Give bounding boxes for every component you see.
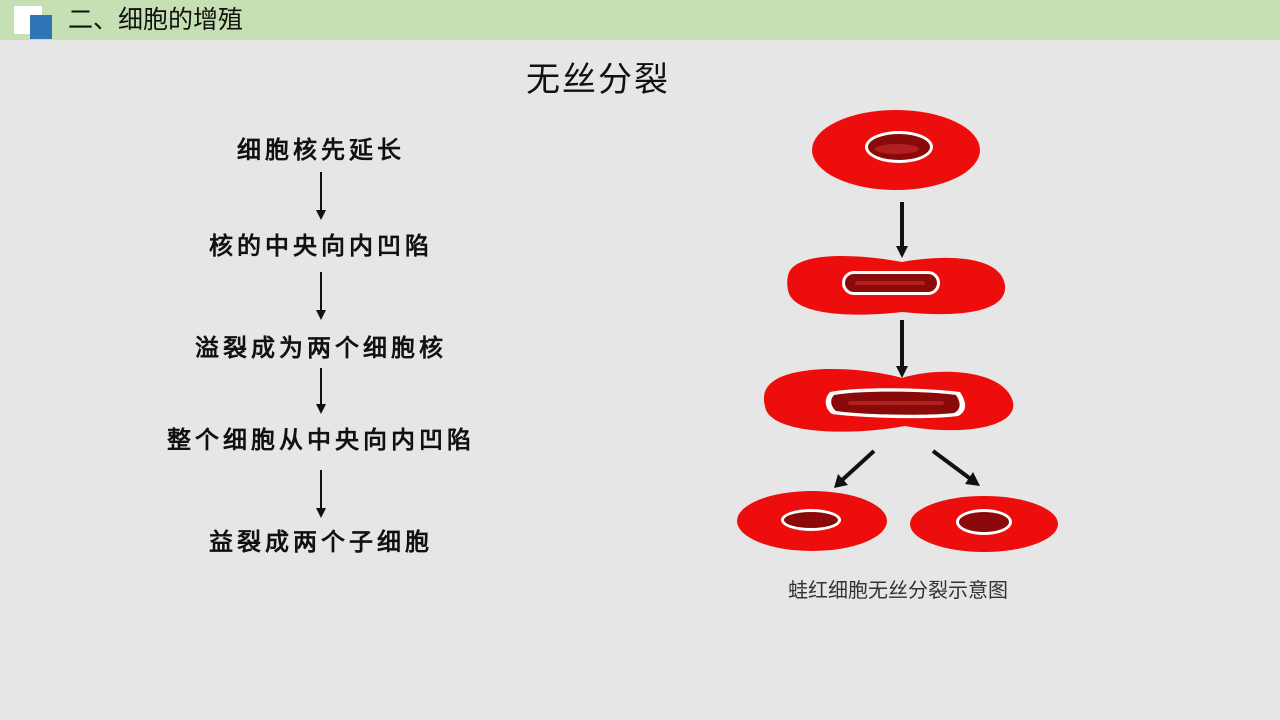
header-bar: 二、细胞的增殖 bbox=[0, 0, 1280, 40]
cell-stage-3 bbox=[763, 368, 1014, 432]
step-arrow-4-head bbox=[316, 508, 326, 518]
diagram-arrow-3 bbox=[838, 449, 876, 484]
step-arrow-3-head bbox=[316, 404, 326, 414]
step-arrow-1-head bbox=[316, 210, 326, 220]
step-1: 细胞核先延长 bbox=[237, 135, 405, 164]
diagram-arrow-1-head bbox=[896, 246, 908, 258]
daughter-cell-left bbox=[737, 491, 887, 551]
slide-logo-icon bbox=[14, 6, 54, 39]
slide-title: 无丝分裂 bbox=[526, 60, 670, 100]
diagram-arrow-2-head bbox=[896, 366, 908, 378]
daughter-cell-right bbox=[910, 496, 1058, 552]
section-title: 二、细胞的增殖 bbox=[68, 5, 244, 34]
cell-stage-2 bbox=[787, 256, 1006, 315]
step-4: 整个细胞从中央向内凹陷 bbox=[167, 425, 475, 454]
step-2: 核的中央向内凹陷 bbox=[209, 231, 433, 260]
step-5: 益裂成两个子细胞 bbox=[209, 527, 433, 556]
step-3: 溢裂成为两个细胞核 bbox=[195, 333, 447, 362]
diagram-arrow-4-head bbox=[965, 472, 980, 486]
diagram-arrow-3-head bbox=[834, 474, 848, 488]
figure-caption: 蛙红细胞无丝分裂示意图 bbox=[788, 578, 1008, 602]
diagram-arrow-4 bbox=[931, 449, 974, 482]
step-arrow-2-head bbox=[316, 310, 326, 320]
cell-stage-1 bbox=[812, 110, 980, 190]
